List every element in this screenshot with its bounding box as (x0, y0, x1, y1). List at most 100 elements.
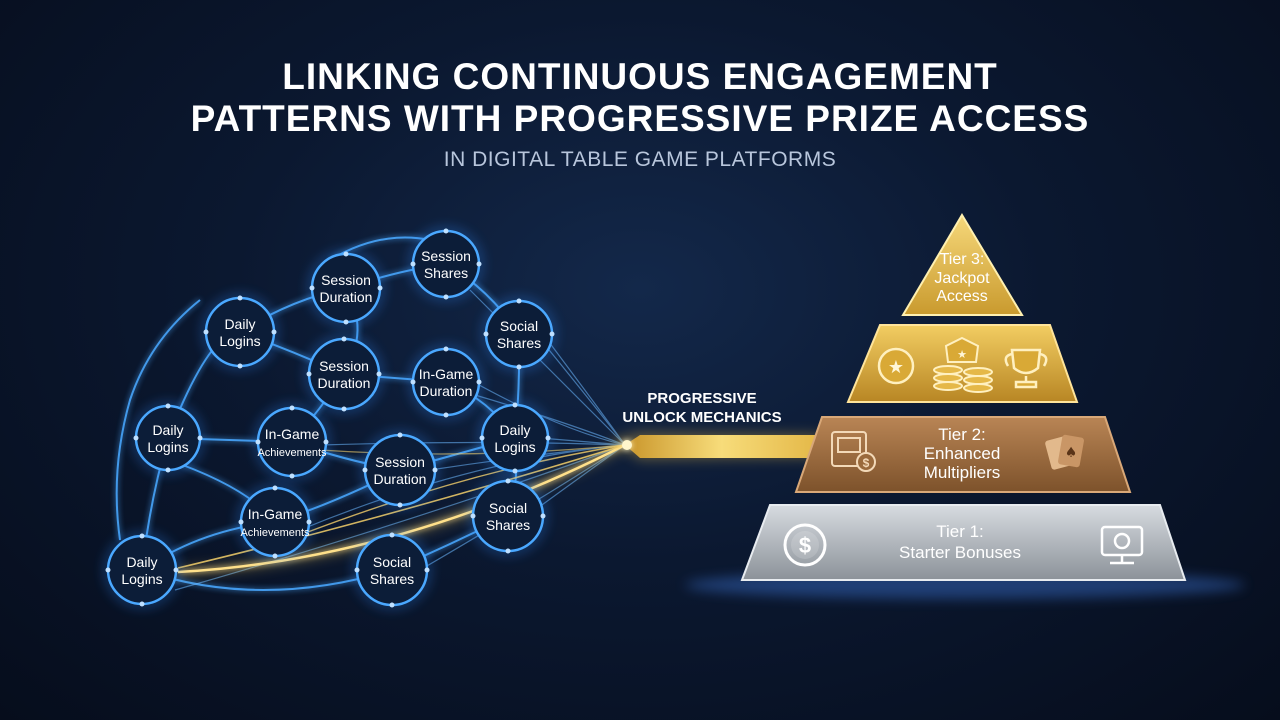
node-connector-dot (173, 567, 179, 573)
node-label-line2: Logins (121, 571, 162, 587)
tier-3-label-line2: Jackpot (934, 270, 990, 287)
node-label-line2: Achievements (240, 527, 310, 539)
node-label-line2: Shares (370, 571, 414, 587)
beam-origin (622, 440, 632, 450)
node-label-line2: Logins (219, 333, 260, 349)
node-connector-dot (272, 485, 278, 491)
node-ring (307, 337, 381, 411)
node-connector-dot (397, 432, 403, 438)
node-label-line2: Shares (497, 335, 541, 351)
node-label-line1: Session (375, 454, 425, 470)
node-connector-dot (516, 364, 522, 370)
node-connector-dot (306, 371, 312, 377)
tier-2-label-line1: Tier 2: (938, 425, 986, 444)
node-connector-dot (133, 435, 139, 441)
node-connector-dot (165, 403, 171, 409)
network-nodes: SessionSharesSessionDurationDailyLoginsS… (105, 228, 555, 608)
node-connector-dot (289, 473, 295, 479)
node-ring (106, 534, 178, 606)
node-label-line2: Duration (420, 383, 473, 399)
node-connector-dot (424, 567, 430, 573)
node-label-line2: Duration (318, 375, 371, 391)
node-ring (355, 533, 429, 607)
svg-text:$: $ (799, 533, 811, 558)
node-connector-dot (505, 548, 511, 554)
monitor-icon (1100, 525, 1144, 565)
node-connector-dot (139, 601, 145, 607)
node-connector-dot (389, 532, 395, 538)
node-label-line2: Shares (424, 265, 468, 281)
node-ring (484, 299, 554, 369)
node-connector-dot (237, 363, 243, 369)
node-connector-dot (410, 379, 416, 385)
gold-band: ★ ★ (846, 324, 1079, 403)
playing-cards-icon: ♠ (1045, 434, 1084, 470)
slot-machine-icon: $ (831, 431, 876, 472)
node-connector-dot (443, 346, 449, 352)
node-connector-dot (237, 295, 243, 301)
node-connector-dot (432, 467, 438, 473)
beam-bar (625, 435, 818, 458)
node-label-line2: Duration (320, 289, 373, 305)
node-label-line1: In-Game (265, 426, 320, 442)
node-connector-dot (309, 285, 315, 291)
mechanics-label-line1: PROGRESSIVE (647, 390, 756, 407)
node-ring (411, 347, 481, 417)
subtitle: IN DIGITAL TABLE GAME PLATFORMS (443, 148, 837, 171)
node-label-line1: Social (489, 500, 527, 516)
svg-text:♠: ♠ (1065, 445, 1078, 461)
node-ring (480, 403, 550, 473)
tier-3: Tier 3: Jackpot Access (901, 213, 1024, 316)
node-label-line1: In-Game (419, 366, 474, 382)
node-connector-dot (516, 298, 522, 304)
node-connector-dot (397, 502, 403, 508)
node-connector-dot (545, 435, 551, 441)
fan-lines (174, 289, 626, 591)
fan-line (299, 444, 626, 531)
tier-2-slab (794, 416, 1132, 493)
node-connector-dot (470, 513, 476, 519)
tier-1-label-line2: Starter Bonuses (899, 543, 1021, 562)
node-ring (239, 486, 311, 558)
tier-2-label-line2: Enhanced (924, 444, 1001, 463)
tier-1: Tier 1: Starter Bonuses $ (740, 504, 1187, 581)
node-ring (256, 406, 328, 478)
node-connector-dot (362, 467, 368, 473)
node-connector-dot (410, 261, 416, 267)
node-label-line2: Duration (374, 471, 427, 487)
node-label-line1: Social (373, 554, 411, 570)
node-connector-dot (306, 519, 312, 525)
node-ring (310, 252, 382, 324)
node-connector-dot (389, 602, 395, 608)
node-connector-dot (203, 329, 209, 335)
node-label-line1: Daily (152, 422, 183, 438)
node-connector-dot (289, 405, 295, 411)
node-connector-dot (354, 567, 360, 573)
node-connector-dot (323, 439, 329, 445)
fan-line (474, 394, 626, 446)
node-connector-dot (512, 468, 518, 474)
node-connector-dot (197, 435, 203, 441)
svg-text:$: $ (863, 456, 870, 470)
node-label-line2: Shares (486, 517, 530, 533)
node-label-line1: Daily (499, 422, 530, 438)
title-line-1: LINKING CONTINUOUS ENGAGEMENT (282, 56, 998, 97)
node-connector-dot (377, 285, 383, 291)
node-label-line1: Social (500, 318, 538, 334)
node-connector-dot (139, 533, 145, 539)
node-connector-dot (255, 439, 261, 445)
node-connector-dot (343, 319, 349, 325)
svg-text:★: ★ (888, 357, 904, 378)
fan-line (469, 379, 626, 446)
node-connector-dot (483, 331, 489, 337)
mechanics-label-line2: UNLOCK MECHANICS (622, 409, 781, 426)
